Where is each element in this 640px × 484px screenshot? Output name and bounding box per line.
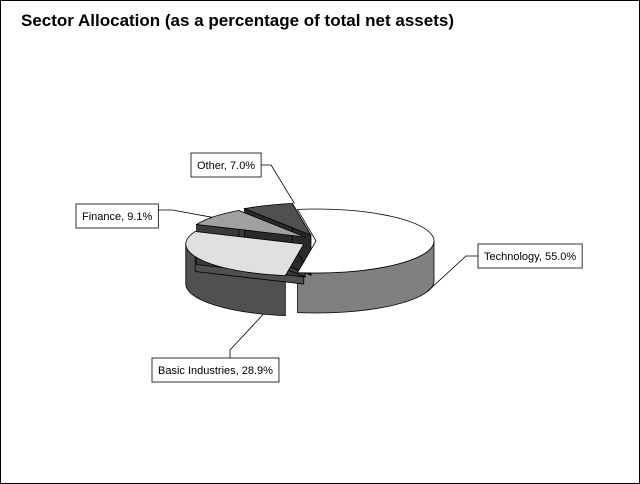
leader-line-finance — [158, 209, 213, 218]
data-label-other: Other, 7.0% — [197, 160, 255, 172]
data-label-box-technology — [477, 243, 583, 269]
leader-line-basic-industries — [229, 313, 264, 358]
chart-title: Sector Allocation (as a percentage of to… — [21, 11, 454, 30]
leader-line-technology — [426, 255, 478, 293]
pie-slices — [185, 202, 435, 317]
slice-basic-industries — [185, 231, 305, 277]
data-label-finance: Finance, 9.1% — [82, 211, 153, 223]
data-label-basic-industries: Basic Industries, 28.9% — [158, 365, 273, 377]
data-label-box-other — [190, 152, 262, 178]
data-label-technology: Technology, 55.0% — [484, 251, 576, 263]
leader-line-other — [261, 164, 295, 204]
data-label-box-finance — [75, 203, 159, 229]
slice-other — [243, 203, 312, 236]
data-label-box-basic-industries — [151, 357, 280, 383]
data-labels: Technology, 55.0% Basic Industries, 28.9%… — [75, 152, 583, 383]
slice-technology — [296, 208, 435, 274]
slice-finance — [195, 210, 306, 238]
